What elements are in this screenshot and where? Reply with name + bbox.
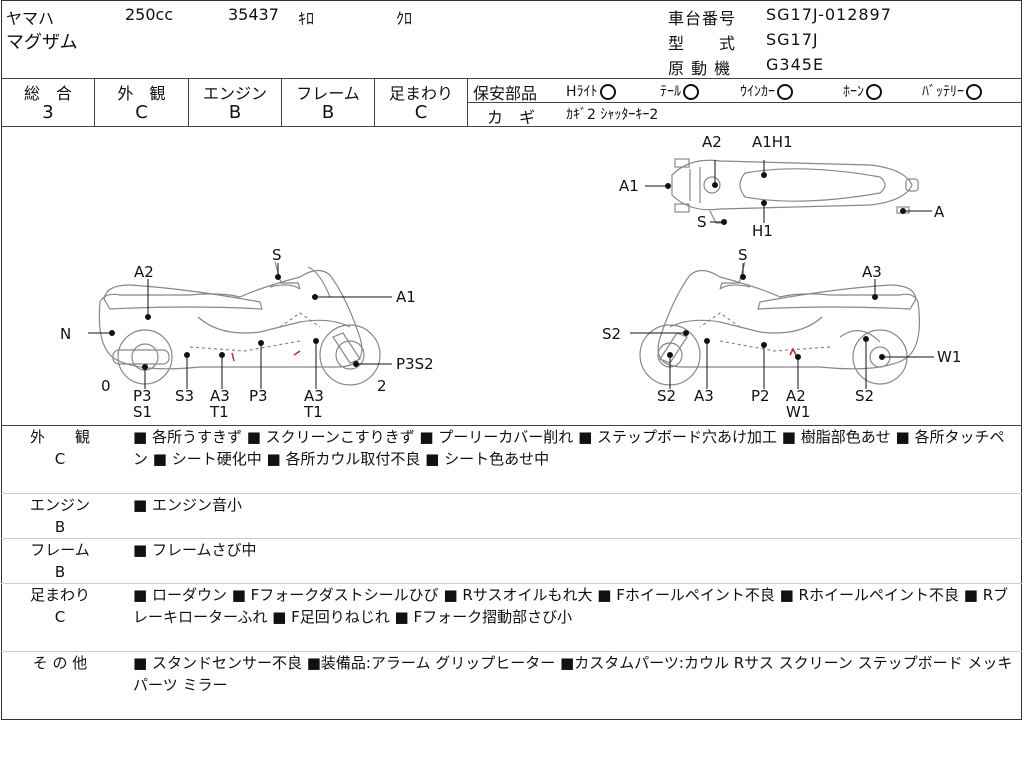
- engine-grade: B: [228, 102, 242, 123]
- ok-circle-icon: [866, 84, 882, 100]
- divider: [1, 651, 1022, 652]
- diagram-label: 2: [377, 377, 387, 395]
- diagram-label: A3: [304, 387, 324, 405]
- diagram-label: S2: [855, 387, 874, 405]
- safety-label: 保安部品: [473, 84, 538, 103]
- diagram-label: P2: [751, 387, 770, 405]
- key-label: カ ギ: [487, 108, 536, 127]
- overall-grade: 3: [42, 102, 54, 123]
- mileage-unit: ｷﾛ: [298, 9, 315, 28]
- divider: [188, 78, 189, 126]
- type-value: SG17J: [766, 30, 819, 49]
- ok-circle-icon: [683, 84, 699, 100]
- engine-value: G345E: [766, 55, 825, 74]
- divider: [1, 425, 1022, 426]
- divider: [1, 583, 1022, 584]
- type-label: 型 式: [668, 34, 737, 53]
- divider: [1, 126, 1022, 127]
- overall-label: 総 合: [23, 84, 72, 103]
- diagram-label: S3: [175, 387, 194, 405]
- diagram-label: W1: [786, 403, 810, 421]
- suspension-grade: C: [414, 102, 428, 123]
- ok-circle-icon: [777, 84, 793, 100]
- diagram-label: P3: [133, 387, 152, 405]
- diagram-label: S: [272, 246, 282, 264]
- diagram-label: A3: [694, 387, 714, 405]
- diagram-label: A2: [702, 133, 722, 151]
- safety-item-horn: ﾎｰﾝ: [843, 81, 882, 101]
- safety-item-battery: ﾊﾞｯﾃﾘｰ: [922, 81, 982, 101]
- engine-grade-label: エンジン: [202, 84, 267, 103]
- divider: [467, 78, 468, 126]
- safety-item-winker: ｳｲﾝｶｰ: [740, 81, 793, 101]
- frame-grade-label: フレーム: [296, 84, 360, 103]
- diagram-label: P3: [249, 387, 268, 405]
- diagram-label: W1: [937, 348, 961, 366]
- diagram-label: S2: [657, 387, 676, 405]
- model-name: マグザム: [6, 32, 78, 53]
- scooter-left-view: [98, 261, 381, 386]
- divider: [374, 78, 375, 126]
- diagram-label: S: [738, 246, 748, 264]
- diagram-label: S2: [602, 325, 621, 343]
- divider: [1, 78, 1022, 79]
- section-other-text: ■ スタンドセンサー不良 ■装備品:アラーム グリップヒーター ■カスタムパーツ…: [133, 654, 1013, 694]
- diagram-label: P3S2: [396, 355, 434, 373]
- color: ｸﾛ: [396, 9, 413, 28]
- scooter-top-view: [671, 158, 919, 224]
- divider: [1, 493, 1022, 494]
- divider: [94, 78, 95, 126]
- diagram-label: H1: [752, 222, 773, 240]
- section-engine-text: ■ エンジン音小: [133, 496, 242, 514]
- divider: [281, 78, 282, 126]
- section-frame-text: ■ フレームさび中: [133, 541, 257, 559]
- suspension-label: 足まわり: [388, 84, 453, 103]
- diagram-label: A: [934, 203, 945, 221]
- diagram-label: N: [60, 325, 71, 343]
- diagram-label: T1: [303, 403, 323, 421]
- diagram-label: A1: [619, 177, 639, 195]
- frame-grade: B: [321, 102, 335, 123]
- section-suspension-text: ■ ローダウン ■ Fフォークダストシールひび ■ Rサスオイルもれ大 ■ Fホ…: [133, 586, 1009, 626]
- displacement: 250cc: [125, 5, 174, 24]
- diagram-label: A3: [210, 387, 230, 405]
- ok-circle-icon: [599, 84, 616, 100]
- frame-no: SG17J-012897: [766, 5, 892, 24]
- diagram-label: S1: [133, 403, 152, 421]
- exterior-label: 外 観: [117, 84, 166, 103]
- divider: [468, 102, 1022, 103]
- section-exterior-text: ■ 各所うすきず ■ スクリーンこすりきず ■ プーリーカバー削れ ■ ステップ…: [133, 428, 1005, 468]
- key-value: ｶｷﾞ2 ｼｬｯﾀｰｷｰ2: [566, 107, 659, 123]
- diagram-label: A2: [786, 387, 806, 405]
- scooter-right-view: [639, 261, 921, 386]
- frame-no-label: 車台番号: [668, 9, 737, 28]
- mileage: 35437: [228, 5, 279, 24]
- sheet-frame: [1, 0, 1022, 720]
- diagram-label: A2: [134, 263, 154, 281]
- damage-diagram: A2 A1H1 A1 A S H1 S A2 A1 N P3S2 0 2 P3 …: [60, 133, 961, 421]
- ok-circle-icon: [966, 84, 982, 100]
- divider: [1, 538, 1022, 539]
- diagram-label: S: [697, 213, 707, 231]
- diagram-label: A3: [862, 263, 882, 281]
- diagram-label: A1H1: [752, 133, 793, 151]
- diagram-label: A1: [396, 288, 416, 306]
- diagram-label: 0: [101, 377, 111, 395]
- safety-item-tail: ﾃｰﾙ: [660, 81, 699, 101]
- safety-item-headlight: Hﾗｲﾄ: [566, 81, 616, 101]
- diagram-label: T1: [209, 403, 229, 421]
- exterior-grade: C: [135, 102, 148, 123]
- maker: ヤマハ: [6, 9, 55, 28]
- section-other-title: そ の 他: [32, 654, 88, 672]
- engine-label: 原 動 機: [668, 59, 732, 78]
